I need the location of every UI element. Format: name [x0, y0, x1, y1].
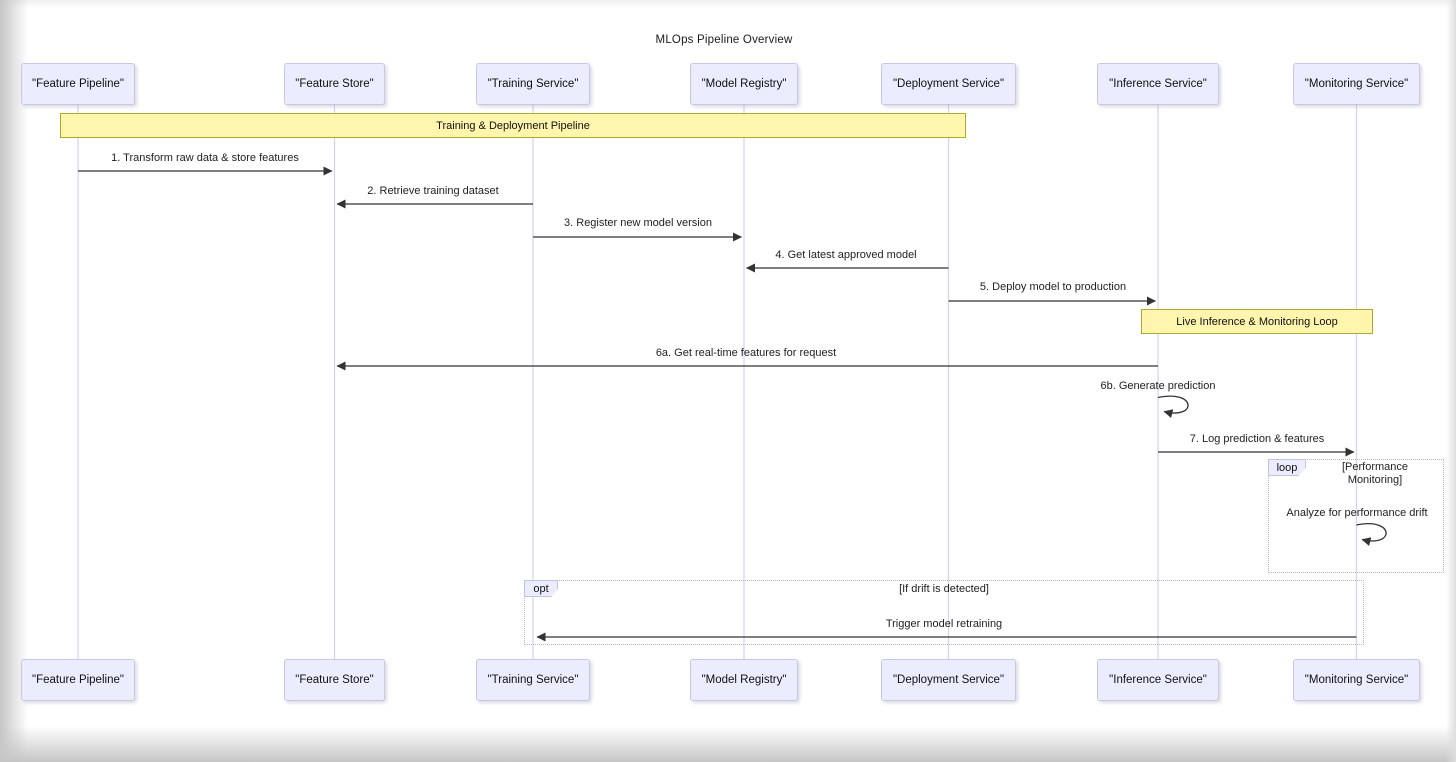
- actor-bottom-deployment-service: "Deployment Service": [881, 659, 1016, 701]
- loop-fragment-label: loop: [1268, 459, 1306, 476]
- actor-top-feature-pipeline: "Feature Pipeline": [21, 63, 135, 105]
- actor-top-model-registry: "Model Registry": [690, 63, 798, 105]
- message-label-6b: 6b. Generate prediction: [1100, 380, 1216, 392]
- actor-bottom-feature-pipeline: "Feature Pipeline": [21, 659, 135, 701]
- actor-bottom-training-service: "Training Service": [476, 659, 590, 701]
- loop-fragment-box: [1268, 459, 1444, 573]
- self-loop-arrow-6b: [1157, 395, 1189, 418]
- loop-condition-line2: Monitoring]: [1347, 474, 1403, 486]
- opt-fragment-condition: [If drift is detected]: [899, 583, 989, 595]
- actor-bottom-feature-store: "Feature Store": [284, 659, 385, 701]
- actor-bottom-monitoring-service: "Monitoring Service": [1293, 659, 1420, 701]
- message-label-analyze: Analyze for performance drift: [1286, 507, 1428, 519]
- actor-top-inference-service: "Inference Service": [1097, 63, 1219, 105]
- actor-top-monitoring-service: "Monitoring Service": [1293, 63, 1420, 105]
- message-label-5: 5. Deploy model to production: [979, 281, 1127, 293]
- message-label-4: 4. Get latest approved model: [775, 249, 917, 261]
- message-label-trigger: Trigger model retraining: [885, 618, 1003, 630]
- message-label-2: 2. Retrieve training dataset: [367, 185, 499, 197]
- actor-bottom-inference-service: "Inference Service": [1097, 659, 1219, 701]
- actor-top-training-service: "Training Service": [476, 63, 590, 105]
- message-label-6a: 6a. Get real-time features for request: [655, 347, 837, 359]
- actor-top-deployment-service: "Deployment Service": [881, 63, 1016, 105]
- loop-fragment-condition: [Performance Monitoring]: [1306, 461, 1444, 487]
- opt-fragment-box: [524, 580, 1364, 645]
- message-label-3: 3. Register new model version: [564, 217, 712, 229]
- message-label-1: 1. Transform raw data & store features: [111, 152, 299, 164]
- opt-fragment-label: opt: [524, 580, 558, 597]
- diagram-title: MLOps Pipeline Overview: [655, 34, 793, 46]
- message-label-7: 7. Log prediction & features: [1189, 433, 1325, 445]
- note-live-inference-monitoring-loop: Live Inference & Monitoring Loop: [1141, 309, 1373, 334]
- self-loop-arrow-drift: [1356, 523, 1387, 546]
- actor-top-feature-store: "Feature Store": [284, 63, 385, 105]
- loop-condition-line1: [Performance: [1341, 461, 1409, 473]
- note-training-deployment-pipeline: Training & Deployment Pipeline: [60, 113, 966, 138]
- actor-bottom-model-registry: "Model Registry": [690, 659, 798, 701]
